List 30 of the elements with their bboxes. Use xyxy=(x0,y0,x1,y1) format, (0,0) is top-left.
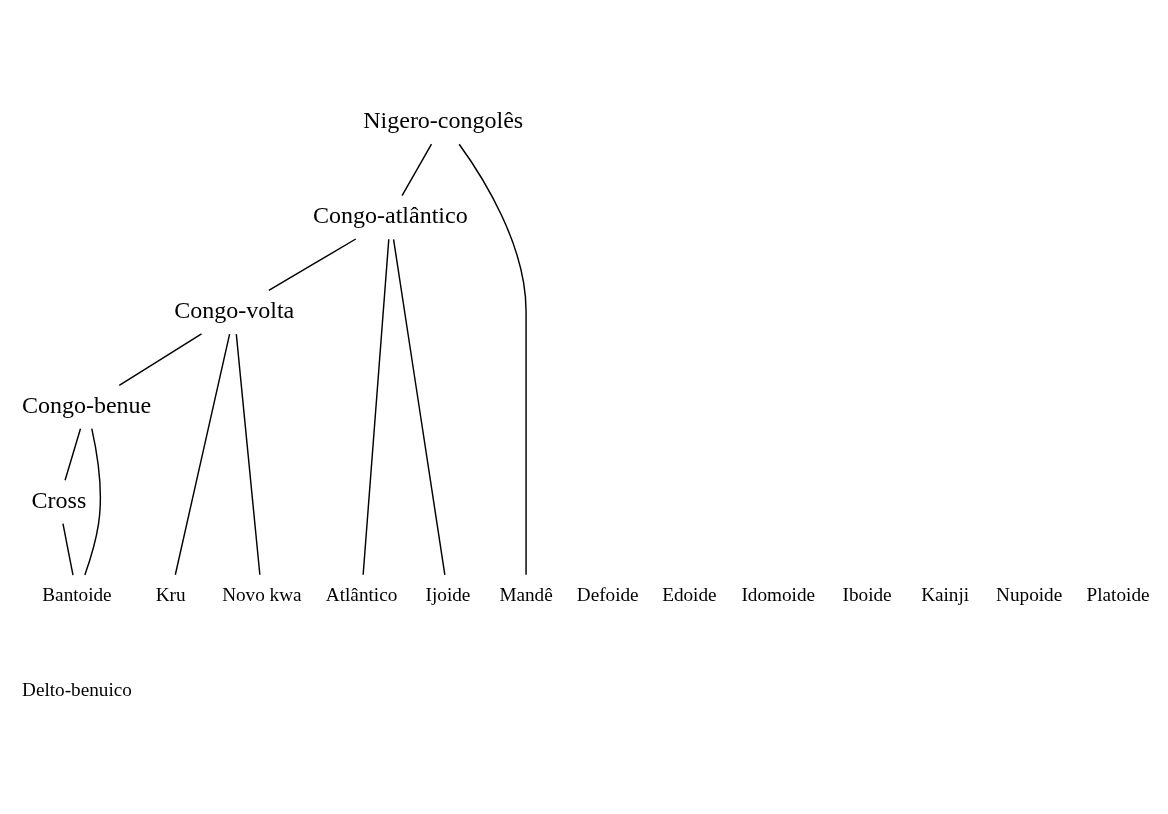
label: Delto-benuico xyxy=(22,679,132,701)
connector xyxy=(84,427,101,576)
node-text: Congo-benue xyxy=(21,392,152,418)
node-text: Atlântico xyxy=(325,584,398,606)
node-text: Iboide xyxy=(842,584,892,606)
connector xyxy=(268,238,357,292)
connector xyxy=(64,428,82,481)
node-text: Platoide xyxy=(1086,584,1150,606)
connector xyxy=(235,333,261,576)
node-text: Novo kwa xyxy=(222,584,302,606)
connector xyxy=(392,238,446,576)
node-text: Cross xyxy=(31,486,87,513)
connector xyxy=(458,143,527,576)
connector xyxy=(62,522,74,576)
node-text: Kru xyxy=(155,584,186,606)
node-text: Ijoide xyxy=(425,584,471,606)
node-text: Congo-volta xyxy=(174,297,295,324)
node-text: Kainji xyxy=(921,584,970,606)
connector xyxy=(362,238,390,576)
connector xyxy=(401,143,433,197)
node-text: Bantoide xyxy=(42,584,112,606)
node-text: Mandê xyxy=(499,584,553,606)
node-text: Idomoide xyxy=(741,584,816,606)
connector xyxy=(174,333,231,576)
node-text: Edoide xyxy=(662,584,717,606)
node-text: Defoide xyxy=(576,584,639,606)
node-text: Nupoide xyxy=(996,584,1063,606)
node-text: Congo-atlântico xyxy=(313,202,468,229)
connector xyxy=(118,333,203,387)
node-text: Nigero-congolês xyxy=(363,107,524,134)
